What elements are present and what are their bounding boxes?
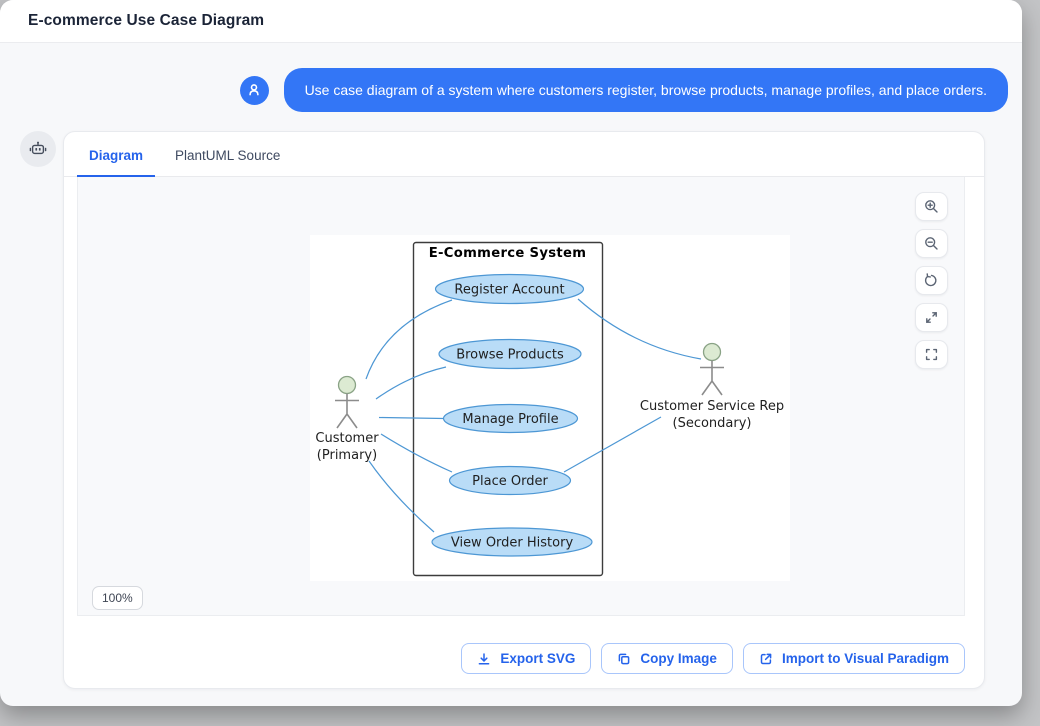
diagram-card: Diagram PlantUML Source E-Commerce Syste… [63,131,985,689]
robot-icon [29,141,47,155]
zoom-out-button[interactable] [915,229,948,258]
copy-image-label: Copy Image [640,651,717,666]
actor-customer-service-rep: Customer Service Rep (Secondary) [640,342,784,431]
import-label: Import to Visual Paradigm [781,651,949,666]
zoom-in-button[interactable] [915,192,948,221]
page-title: E-commerce Use Case Diagram [28,12,265,29]
bot-avatar [20,131,56,167]
actor-role: (Secondary) [673,416,752,431]
fullscreen-button[interactable] [915,340,948,369]
user-message-row: Use case diagram of a system where custo… [0,68,1008,112]
uml-diagram: E-Commerce System [310,235,790,581]
export-svg-label: Export SVG [500,651,576,666]
action-bar: Export SVG Copy Image Import to Visual P… [83,616,965,674]
zoom-in-icon [925,200,938,213]
usecase-manage-profile: Manage Profile [442,403,579,434]
reset-icon [924,273,937,287]
zoom-level-badge: 100% [92,586,143,610]
export-svg-button[interactable]: Export SVG [461,643,592,674]
usecase-label: Browse Products [456,348,564,363]
diagram-canvas[interactable]: E-Commerce System [77,177,965,616]
usecase-place-order: Place Order [448,465,572,496]
tab-plantuml-source[interactable]: PlantUML Source [175,148,281,163]
actor-name: Customer [315,431,379,446]
download-icon [479,652,490,665]
zoom-out-icon [925,237,938,250]
app-window: E-commerce Use Case Diagram Use case dia… [0,0,1022,706]
fit-to-screen-button[interactable] [915,303,948,332]
usecase-label: Register Account [454,283,564,298]
usecase-register-account: Register Account [434,273,585,305]
actor-name: Customer Service Rep [640,399,784,414]
tab-bar: Diagram PlantUML Source [64,132,984,177]
system-title: E-Commerce System [429,246,587,261]
usecase-browse-products: Browse Products [438,338,582,370]
usecase-label: Place Order [472,474,548,489]
fullscreen-icon [925,348,938,361]
zoom-controls [915,192,948,369]
tab-diagram[interactable]: Diagram [77,132,156,177]
user-icon [249,84,259,96]
copy-icon [619,653,630,664]
external-link-icon [760,653,772,664]
app-header: E-commerce Use Case Diagram [0,0,1022,43]
associations [365,298,702,533]
assistant-response-row: Diagram PlantUML Source E-Commerce Syste… [20,131,985,689]
reset-view-button[interactable] [915,266,948,295]
expand-arrows-icon [926,312,937,323]
actor-role: (Primary) [317,448,377,463]
import-to-visual-paradigm-button[interactable]: Import to Visual Paradigm [742,643,965,674]
user-avatar [239,75,269,105]
user-message-bubble: Use case diagram of a system where custo… [283,68,1008,112]
actor-customer: Customer (Primary) [315,375,379,463]
copy-image-button[interactable]: Copy Image [601,643,733,674]
usecase-view-order-history: View Order History [431,527,593,557]
usecase-label: Manage Profile [462,412,558,427]
usecase-label: View Order History [451,536,574,551]
